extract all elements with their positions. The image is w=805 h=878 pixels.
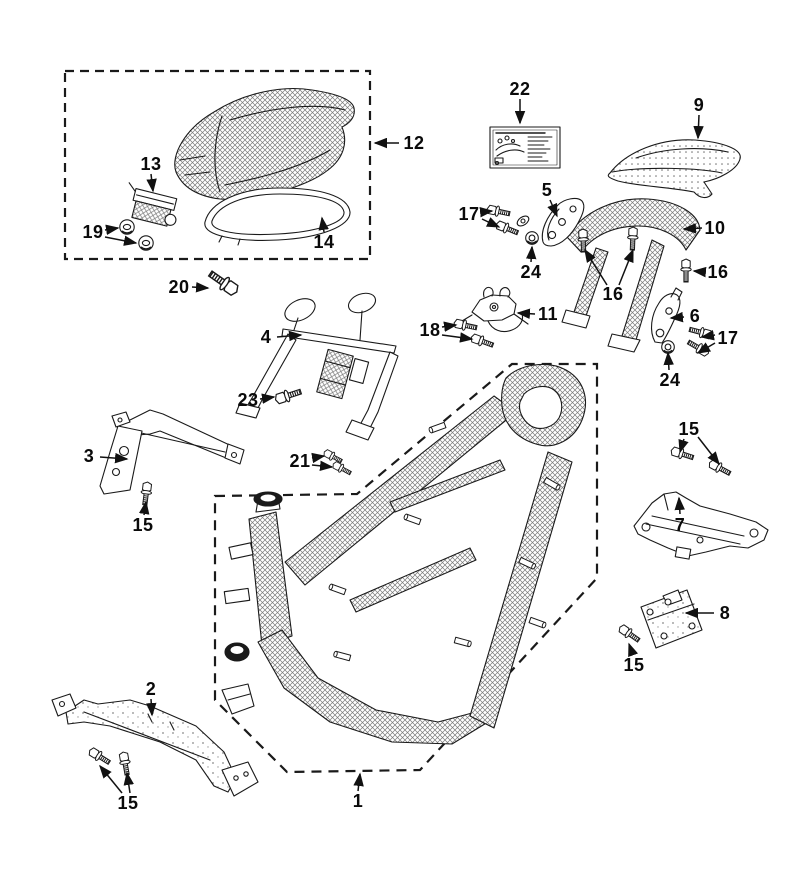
callout-8: 8 — [719, 603, 731, 623]
part-bolts-15-right — [669, 445, 733, 479]
callout-11: 11 — [537, 304, 559, 324]
callout-arrows — [99, 99, 720, 794]
part-screw-23 — [273, 385, 304, 407]
callout-24-a: 24 — [520, 262, 542, 282]
callout-5: 5 — [541, 180, 553, 200]
callout-4: 4 — [260, 327, 272, 347]
part-main-frame — [223, 363, 586, 745]
part-screws-21 — [321, 447, 354, 478]
callout-2: 2 — [145, 679, 157, 699]
part-bolts-17-upper — [485, 203, 521, 239]
callout-20: 20 — [168, 277, 190, 297]
part-side-bracket — [650, 287, 683, 344]
part-rear-carrier-cover — [607, 139, 741, 199]
part-seat-hinge-bracket — [128, 182, 178, 227]
part-bolt-15-a — [139, 480, 154, 506]
callout-21: 21 — [289, 451, 311, 471]
part-rubber-grommets — [119, 219, 154, 251]
part-long-bolt — [205, 266, 242, 299]
callout-15-c: 15 — [678, 419, 700, 439]
part-washer-right — [660, 339, 676, 355]
callout-16-b: 16 — [602, 284, 624, 304]
callout-15-b: 15 — [117, 793, 139, 813]
callout-17-a: 17 — [458, 204, 480, 224]
part-mounting-plate — [640, 589, 703, 649]
part-seat-lock — [461, 286, 529, 333]
part-seat-assembly — [174, 88, 355, 200]
callout-23: 23 — [237, 390, 259, 410]
part-bolts-15-bottom-left — [86, 745, 133, 777]
callout-15-a: 15 — [132, 515, 154, 535]
part-bolt-15-d — [616, 622, 643, 646]
callout-1: 1 — [352, 791, 364, 811]
seat-group-dashed-box — [63, 69, 372, 261]
callout-13: 13 — [140, 154, 162, 174]
part-information-label — [489, 126, 561, 169]
callout-12: 12 — [403, 133, 425, 153]
callout-6: 6 — [689, 306, 701, 326]
callout-24-b: 24 — [659, 370, 681, 390]
part-wire-stay-assembly — [235, 292, 399, 441]
callout-10: 10 — [704, 218, 726, 238]
part-floor-side-rail — [51, 683, 259, 797]
callout-9: 9 — [693, 95, 705, 115]
callout-3: 3 — [83, 446, 95, 466]
callout-15-d: 15 — [623, 655, 645, 675]
part-seat-trim-ring — [204, 187, 351, 246]
callout-16-a: 16 — [707, 262, 729, 282]
part-washer-upper — [516, 215, 540, 246]
callout-22: 22 — [509, 79, 531, 99]
callout-17-b: 17 — [717, 328, 739, 348]
callout-18: 18 — [419, 320, 441, 340]
callout-7: 7 — [674, 515, 686, 535]
callout-19: 19 — [82, 222, 104, 242]
part-rear-cross-bracket — [633, 491, 769, 560]
part-front-upper-bracket — [99, 409, 245, 495]
callout-14: 14 — [313, 232, 335, 252]
part-rear-grab-rail — [561, 198, 701, 353]
frame-group-dashed-outline — [213, 362, 599, 774]
